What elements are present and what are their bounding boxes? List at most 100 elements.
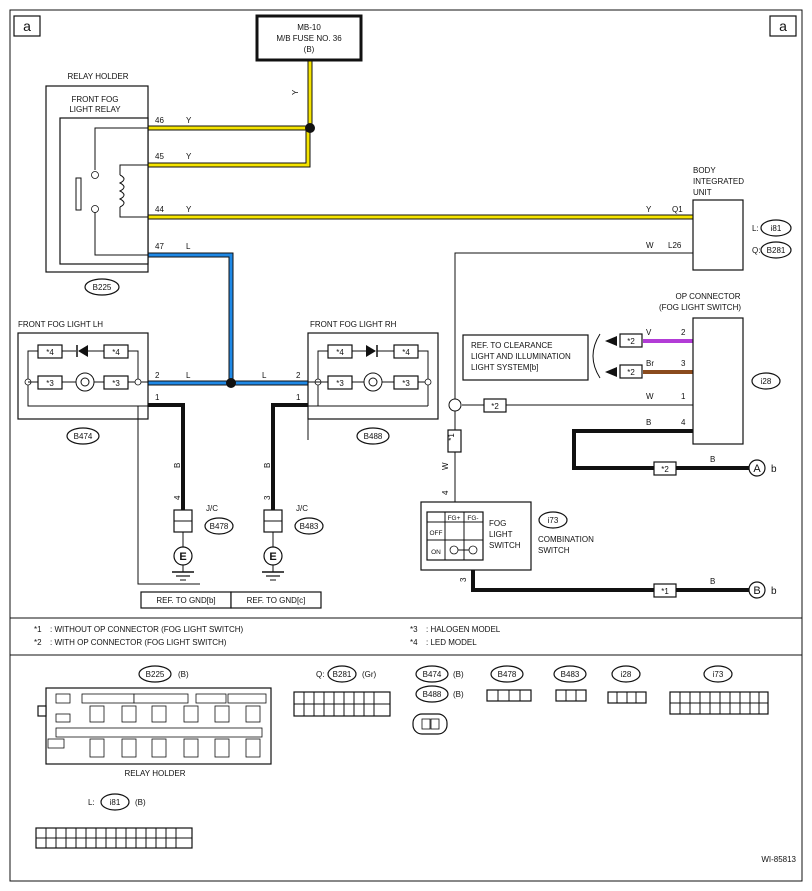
b281-connector-view bbox=[293, 691, 391, 717]
fog-rh-jc-label: J/C bbox=[296, 504, 308, 513]
fog-switch-label-off-label: OFF bbox=[430, 530, 443, 537]
connector-views-i73-name-label: i73 bbox=[713, 670, 724, 679]
symbols-s3-label: *3 bbox=[112, 379, 120, 388]
relay-pins-2-color-label: Y bbox=[186, 205, 192, 214]
legend-2-sym-label: *3 bbox=[410, 625, 418, 634]
i81-connector-view bbox=[35, 827, 193, 849]
connector-views-b225-color-label: (B) bbox=[178, 670, 189, 679]
connector-views-b474-name-label: B474 bbox=[423, 670, 442, 679]
op-connector-pins-2-pin-label: 1 bbox=[681, 392, 686, 401]
relay-pins-3-color-label: L bbox=[186, 242, 191, 251]
symbols-s3-label: *3 bbox=[402, 379, 410, 388]
corner-tag-left: a bbox=[23, 18, 31, 34]
fog-rh-color-l-label: L bbox=[262, 371, 267, 380]
symbols-s1-label: *1 bbox=[447, 433, 456, 441]
connector-views-i81-name-label: i81 bbox=[110, 798, 121, 807]
ground-symbol-rh: E bbox=[269, 551, 276, 563]
gnd-ref-c: REF. TO GND[c] bbox=[247, 596, 306, 605]
off-page-b-label-label: B bbox=[753, 585, 760, 597]
symbols-s2-label: *2 bbox=[627, 368, 635, 377]
fog-lh-pin1-label: 1 bbox=[155, 393, 160, 402]
relay-line2: LIGHT RELAY bbox=[69, 105, 121, 114]
symbols-s4-label: *4 bbox=[402, 348, 410, 357]
fog-switch-combo1-label: COMBINATION bbox=[538, 535, 594, 544]
connector-views-b281-color-label: (Gr) bbox=[362, 670, 377, 679]
off-page-suffix-label: b bbox=[771, 586, 777, 597]
fuse-mb10: MB-10 M/B FUSE NO. 36 (B) bbox=[255, 14, 363, 62]
body-unit-line2-label: INTEGRATED bbox=[693, 177, 744, 186]
connector-views-i28-name-label: i28 bbox=[621, 670, 632, 679]
connector-views-b478-name-label: B478 bbox=[498, 670, 517, 679]
symbols-s3-label: *3 bbox=[336, 379, 344, 388]
connector-views-b488-color-label: (B) bbox=[453, 690, 464, 699]
i73-connector-view bbox=[669, 691, 769, 715]
fog-lh-jc-conn-label: B478 bbox=[210, 522, 229, 531]
body-unit-pin-l26-label: L26 bbox=[668, 241, 682, 250]
op-connector-pins-2-color-label: W bbox=[646, 392, 654, 401]
legend-3-sym-label: *4 bbox=[410, 638, 418, 647]
op-connector-line1-label: OP CONNECTOR bbox=[675, 292, 740, 301]
fog-lh-jc-pin-label: 4 bbox=[173, 495, 182, 500]
body-unit-conn-q-label: B281 bbox=[767, 246, 786, 255]
b483-connector-view bbox=[555, 689, 587, 702]
body-unit-conn-q-prefix-label: Q: bbox=[752, 246, 760, 255]
connector-views-i81-color-label: (B) bbox=[135, 798, 146, 807]
op-connector-pins-3-color-label: B bbox=[646, 418, 651, 427]
body-unit-pin-q1-color-label: Y bbox=[646, 205, 652, 214]
fog-switch-combo2-label: SWITCH bbox=[538, 546, 570, 555]
fog-rh-color-b-label: B bbox=[263, 463, 272, 468]
op-connector-pins-0-pin-label: 2 bbox=[681, 328, 686, 337]
jc-rh: E bbox=[262, 509, 284, 581]
ref-clearance-line1-label: REF. TO CLEARANCE bbox=[471, 341, 553, 350]
symbols-s2-label: *2 bbox=[627, 337, 635, 346]
symbols-s3-label: *3 bbox=[46, 379, 54, 388]
op-connector-pins-1-color-label: Br bbox=[646, 359, 654, 368]
legend-1-sym-label: *2 bbox=[34, 638, 42, 647]
connector-views-b281-name-label: B281 bbox=[333, 670, 352, 679]
relay-line1: FRONT FOG bbox=[72, 95, 119, 104]
off-page-wire-color-label: B bbox=[710, 455, 715, 464]
fog-switch-pin-top-label: 4 bbox=[441, 490, 450, 495]
fog-rh-pin1-label: 1 bbox=[296, 393, 301, 402]
symbols-s1-label: *1 bbox=[661, 587, 669, 596]
jc-lh: E bbox=[172, 509, 194, 581]
op-connector-connector-label: i28 bbox=[761, 377, 772, 386]
op-connector bbox=[692, 317, 744, 445]
fog-switch-label-fgp-label: FG+ bbox=[448, 515, 461, 522]
relay-pins-0-color-label: Y bbox=[186, 116, 192, 125]
fuse-wire-color: Y bbox=[291, 89, 300, 95]
symbols-s2-label: *2 bbox=[491, 402, 499, 411]
relay-connector-tag: B225 bbox=[93, 283, 112, 292]
fuse-line3-label: (B) bbox=[304, 45, 315, 54]
symbols-s2-label: *2 bbox=[661, 465, 669, 474]
i28-connector-view bbox=[607, 691, 647, 704]
fog-switch-label-fgm-label: FG- bbox=[467, 515, 478, 522]
corner-tag-right: a bbox=[779, 18, 787, 34]
legend-0-text-label: : WITHOUT OP CONNECTOR (FOG LIGHT SWITCH… bbox=[50, 625, 244, 634]
relay-pins-2-pin-label: 44 bbox=[155, 205, 164, 214]
fuse-line1-label: MB-10 bbox=[297, 23, 321, 32]
op-connector-pins-0-color-label: V bbox=[646, 328, 652, 337]
body-unit-pin-l26-color-label: W bbox=[646, 241, 654, 250]
connector-views-b488-name-label: B488 bbox=[423, 690, 442, 699]
fog-switch-line1-label: FOG bbox=[489, 519, 506, 528]
gnd-ref-b: REF. TO GND[b] bbox=[156, 596, 215, 605]
fog-rh-jc-pin-label: 3 bbox=[263, 495, 272, 500]
ground-symbol-lh: E bbox=[179, 551, 186, 563]
b225-relay-holder-view bbox=[37, 687, 272, 765]
fog-switch-connector-label: i73 bbox=[548, 516, 559, 525]
fog-lh-jc-label: J/C bbox=[206, 504, 218, 513]
b478-connector-view bbox=[486, 689, 532, 702]
connector-views-b225-name-label: B225 bbox=[146, 670, 165, 679]
fog-rh-jc-conn-label: B483 bbox=[300, 522, 319, 531]
fog-switch-pin-bottom-color-label: B bbox=[710, 577, 715, 586]
symbols-s4-label: *4 bbox=[46, 348, 54, 357]
connector-views-b281-prefix-label: Q: bbox=[316, 670, 324, 679]
body-unit-conn-l-label: i81 bbox=[771, 224, 782, 233]
relay-pins-0-pin-label: 46 bbox=[155, 116, 164, 125]
wire-47-l bbox=[148, 252, 308, 386]
op-connector-pins-1-pin-label: 3 bbox=[681, 359, 686, 368]
symbols-s4-label: *4 bbox=[336, 348, 344, 357]
connector-views-b474-color-label: (B) bbox=[453, 670, 464, 679]
